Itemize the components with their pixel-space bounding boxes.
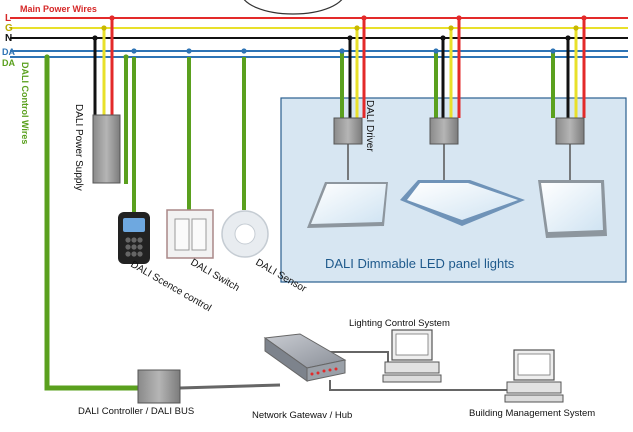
led-panel-1 — [307, 182, 388, 228]
dali-controller-box — [137, 369, 181, 404]
wire-label-l: L — [5, 13, 11, 24]
power-supply-wiring — [93, 18, 128, 184]
lighting-control-system-label: Lighting Control System — [349, 318, 450, 329]
lighting-control-computer — [382, 329, 442, 383]
wire-label-da-1: DA — [2, 47, 15, 57]
wire-label-n: N — [5, 33, 12, 44]
dali-power-supply-label: DALI Power Supply — [73, 104, 84, 191]
bus-connection-dots — [44, 15, 247, 60]
dali-driver-box-2 — [429, 117, 459, 145]
controller-to-gateway-wire — [179, 383, 281, 390]
driver-2-wiring — [433, 15, 462, 118]
bms-computer — [504, 349, 564, 403]
dali-power-supply-box — [92, 114, 121, 184]
sensor-device — [221, 210, 269, 258]
main-power-wires-label: Main Power Wires — [20, 4, 97, 14]
dali-control-wire-main — [44, 57, 140, 391]
network-gateway-label: Network Gatewav / Hub — [252, 410, 352, 421]
dali-driver-label: DALI Driver — [364, 100, 375, 152]
switch-label: DALI Switch — [189, 257, 242, 294]
led-panel-3 — [538, 180, 607, 238]
wire-label-g: G — [5, 23, 13, 34]
driver-3-wiring — [550, 15, 587, 118]
top-oval-shape — [243, 0, 343, 15]
network-hub-device — [263, 333, 347, 382]
driver-1-wiring — [339, 15, 367, 118]
wire-label-da-2: DA — [2, 58, 15, 68]
bms-label: Building Management System — [469, 408, 595, 419]
scene-control-device — [118, 212, 150, 264]
led-panel-2 — [400, 180, 525, 226]
dali-control-wires-label: DALI Control Wires — [20, 62, 30, 144]
switch-device — [166, 209, 214, 259]
dali-driver-box-1 — [333, 117, 363, 145]
dali-controller-label: DALI Controller / DALI BUS — [78, 406, 194, 417]
dali-driver-box-3 — [555, 117, 585, 145]
panel-lights-caption: DALI Dimmable LED panel lights — [325, 256, 515, 271]
